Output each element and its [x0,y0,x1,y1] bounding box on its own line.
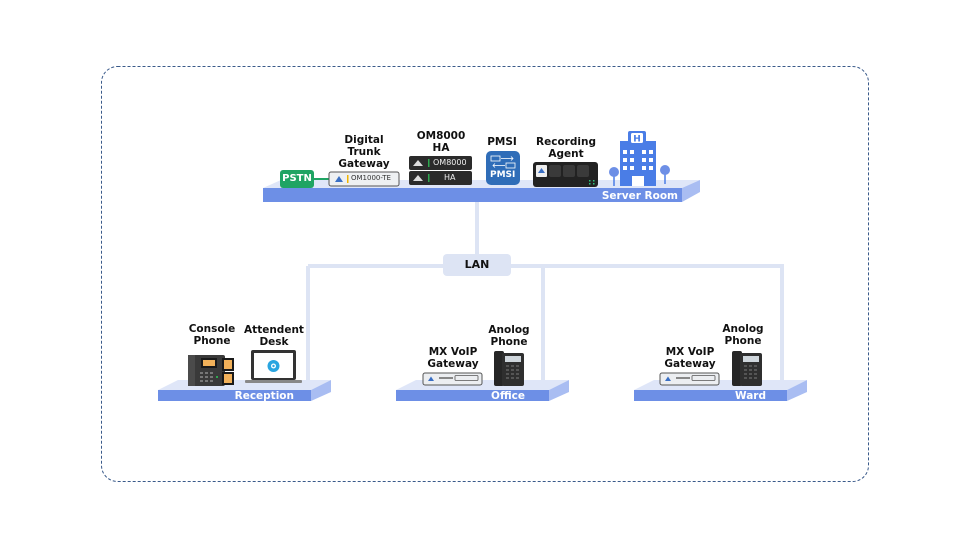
label-mx-voip-gateway-ward: MX VoIP Gateway [664,346,716,370]
om8000-unit-label: OM8000 [433,158,467,167]
label-mx-voip-gateway-office: MX VoIP Gateway [427,346,479,370]
pmsi-device-label: PMSI [490,170,516,180]
ha-unit-label: HA [444,173,456,182]
label-attendent-desk: Attendent Desk [244,324,304,348]
label-analog-phone-office: Anolog Phone [488,324,530,348]
label-digital-trunk-gateway: Digital Trunk Gateway [338,134,390,170]
lan-node: LAN [443,254,511,276]
zone-label-server-room: Server Room [601,190,678,202]
diagram-frame [101,66,869,482]
mx-voip-gateway-device-ward [659,372,720,386]
hospital-glyph: H [633,135,641,145]
digital-trunk-gateway-device [328,171,400,187]
zone-label-ward: Ward [735,390,766,402]
label-recording-agent: Recording Agent [536,136,596,160]
digital-trunk-gateway-model: OM1000-TE [351,174,391,182]
analog-phone-device-ward [732,351,762,386]
lan-links [306,200,784,386]
om8000-ha-device [409,156,472,185]
attendent-desk-device [245,350,302,383]
zone-label-reception: Reception [234,390,294,402]
console-phone-device [188,355,234,386]
analog-phone-device-office [494,351,524,386]
label-analog-phone-ward: Anolog Phone [722,323,764,347]
label-console-phone: Console Phone [188,323,236,347]
pstn-badge: PSTN [280,170,314,188]
hospital-icon: H [609,131,670,186]
recording-agent-device [533,162,598,187]
mx-voip-gateway-device-office [422,372,483,386]
label-om8000-ha: OM8000 HA [416,130,466,154]
zone-label-office: Office [491,390,525,402]
pmsi-device [486,151,520,185]
label-pmsi: PMSI [487,136,517,148]
